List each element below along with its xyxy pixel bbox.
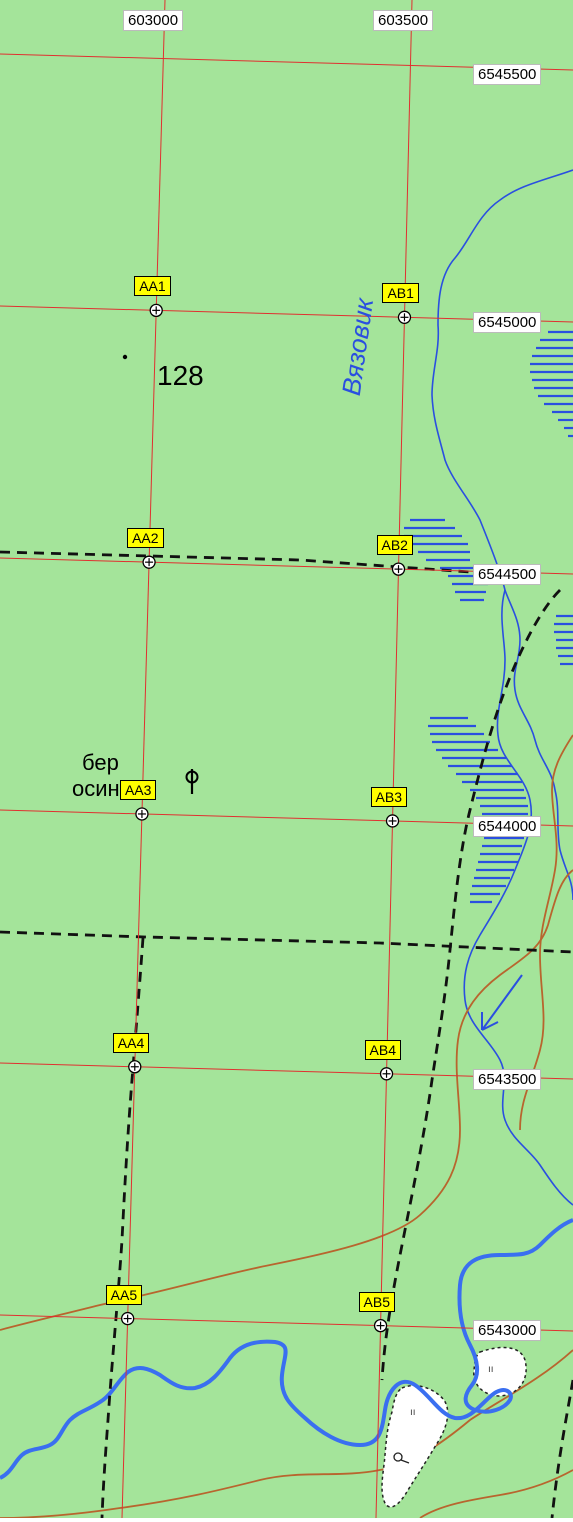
point-marker-aa5 <box>120 1311 135 1326</box>
grid-easting-603500 <box>375 0 413 1519</box>
marsh-hatch-east <box>530 330 573 438</box>
road-north <box>0 550 471 574</box>
grid-label-northing-6544500: 6544500 <box>473 564 542 585</box>
grid-label-easting-603500: 603500 <box>373 10 434 31</box>
tree-symbol-clearing <box>393 1452 410 1464</box>
forest-label-line2: осина <box>72 776 132 801</box>
grid-label-northing-6545000: 6545000 <box>473 312 542 333</box>
road-west <box>100 937 145 1519</box>
grid-label-northing-6543500: 6543500 <box>473 1069 542 1090</box>
point-label-aa4: AA4 <box>112 1032 150 1053</box>
contour-south-east <box>419 1469 573 1519</box>
point-marker-aa1 <box>149 303 163 318</box>
river-main <box>0 1218 573 1480</box>
clearing-symbol-2: ıı <box>410 1407 416 1418</box>
point-marker-ab5 <box>373 1318 388 1333</box>
point-label-aa2: AA2 <box>127 528 164 549</box>
elevation-value: 128 <box>157 360 204 391</box>
point-label-aa3: AA3 <box>119 779 157 800</box>
road-east <box>380 589 561 1381</box>
contour-middle <box>0 869 573 1331</box>
point-marker-aa4 <box>128 1060 142 1074</box>
point-marker-ab4 <box>379 1067 394 1081</box>
grid-label-northing-6544000: 6544000 <box>473 816 542 837</box>
tree-symbol <box>185 769 199 794</box>
elevation-point <box>122 354 128 360</box>
point-label-ab3: AB3 <box>370 786 407 807</box>
grid-easting-603000 <box>121 0 166 1519</box>
marsh-hatch-mid <box>404 518 573 666</box>
point-label-aa5: AA5 <box>105 1284 143 1305</box>
point-label-ab2: AB2 <box>376 535 413 556</box>
grid-label-northing-6545500: 6545500 <box>473 64 542 85</box>
contour-north <box>519 734 573 1131</box>
point-label-ab1: AB1 <box>382 283 419 304</box>
roads <box>0 550 573 1519</box>
point-marker-ab2 <box>391 562 406 576</box>
point-label-aa1: AA1 <box>134 276 171 297</box>
grid-label-easting-603000: 603000 <box>123 10 184 31</box>
road-middle <box>0 930 573 954</box>
point-label-ab5: AB5 <box>358 1291 396 1312</box>
forest-label-line1: бер <box>82 750 119 775</box>
road-east-edge <box>550 1379 573 1519</box>
flow-arrow <box>481 974 523 1031</box>
point-label-ab4: AB4 <box>364 1039 401 1060</box>
point-marker-ab1 <box>397 310 412 324</box>
point-marker-aa2 <box>142 555 156 569</box>
point-marker-aa3 <box>135 807 149 821</box>
stream-east <box>431 169 573 901</box>
point-marker-ab3 <box>385 814 400 828</box>
grid-label-northing-6543000: 6543000 <box>473 1320 542 1341</box>
point-markers <box>120 303 412 1333</box>
clearing-symbol: ıı <box>488 1364 494 1375</box>
clearing-south <box>381 1384 449 1508</box>
